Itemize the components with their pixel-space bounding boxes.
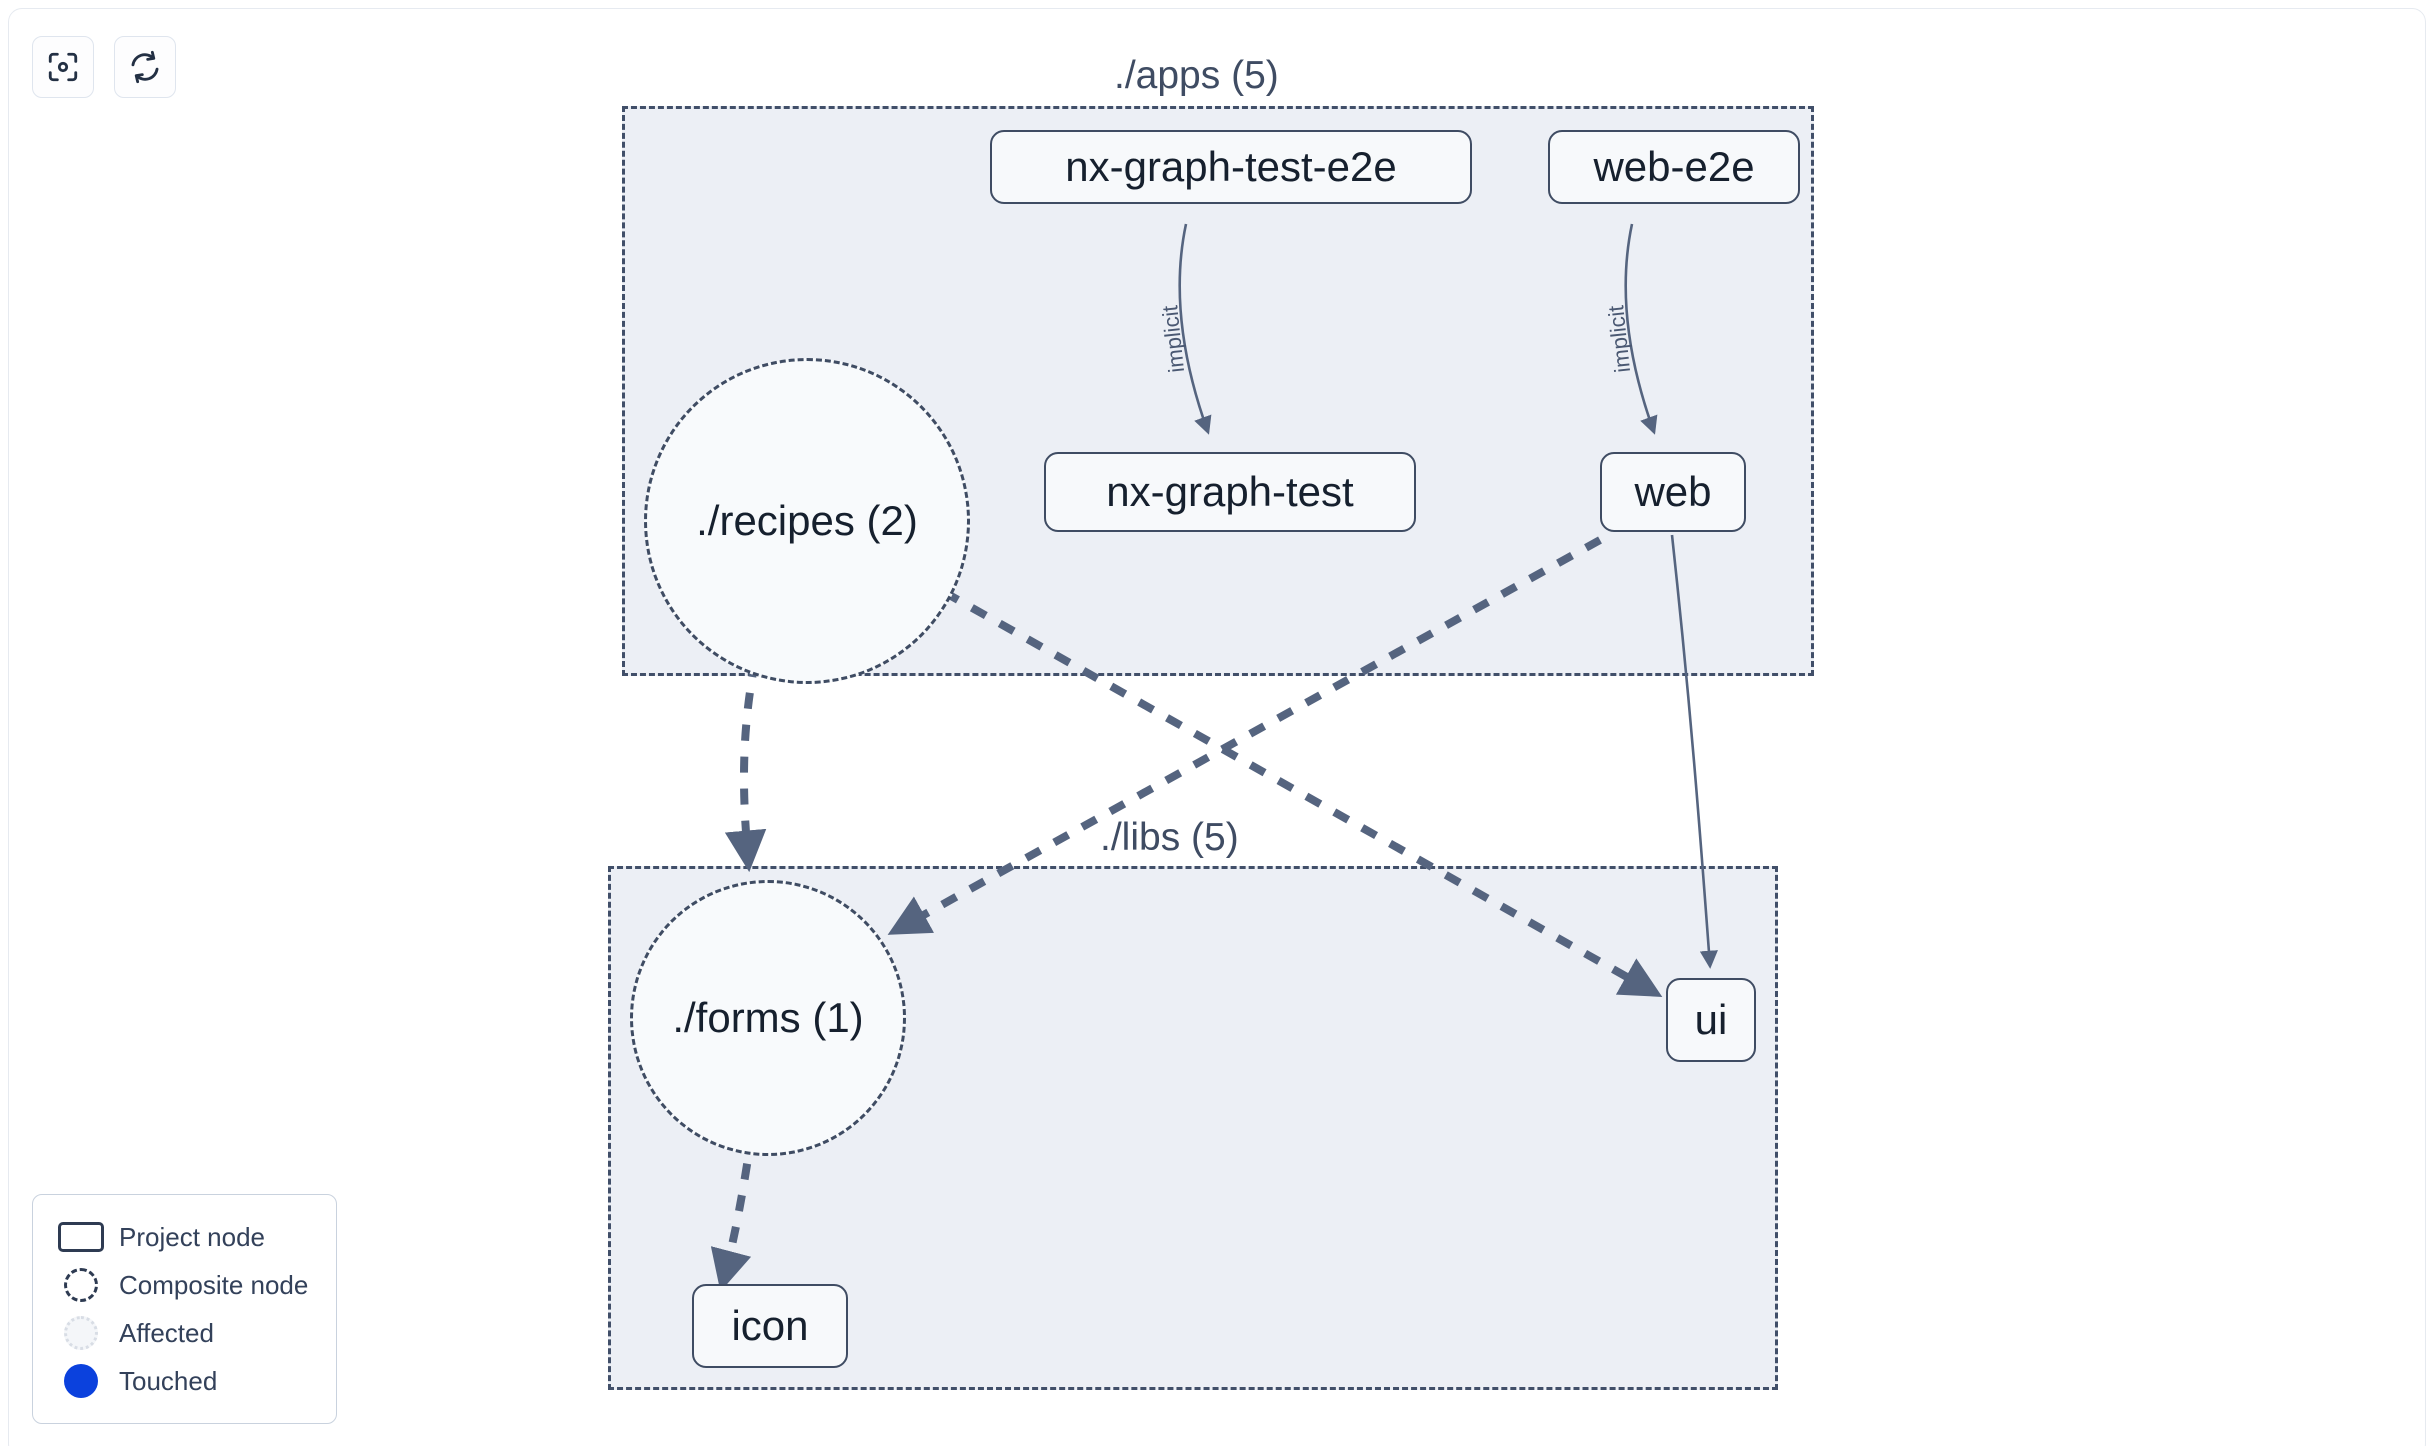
node-web-e2e[interactable]: web-e2e xyxy=(1548,130,1800,204)
node-web[interactable]: web xyxy=(1600,452,1746,532)
node-forms[interactable]: ./forms (1) xyxy=(630,880,906,1156)
refresh-graph-button[interactable] xyxy=(114,36,176,98)
legend-label-composite-node: Composite node xyxy=(119,1270,309,1300)
node-label-web-e2e: web-e2e xyxy=(1593,143,1755,190)
node-label-nx-graph-test-e2e: nx-graph-test-e2e xyxy=(1065,143,1397,190)
legend-label-affected: Affected xyxy=(119,1318,214,1348)
node-recipes[interactable]: ./recipes (2) xyxy=(644,358,970,684)
legend-label-project-node: Project node xyxy=(119,1222,265,1252)
node-label-ui: ui xyxy=(1694,996,1728,1043)
node-ui[interactable]: ui xyxy=(1666,978,1756,1062)
project-node-swatch xyxy=(53,1222,109,1252)
viewfinder-icon xyxy=(46,50,80,84)
legend-item-project-node: Project node xyxy=(53,1213,316,1261)
node-nx-graph-test-e2e[interactable]: nx-graph-test-e2e xyxy=(990,130,1472,204)
focus-graph-button[interactable] xyxy=(32,36,94,98)
affected-swatch xyxy=(53,1316,109,1350)
group-label-apps: ./apps (5) xyxy=(1114,54,1279,97)
graph-toolbar xyxy=(32,36,176,98)
node-label-forms: ./forms (1) xyxy=(672,994,864,1041)
node-label-nx-graph-test: nx-graph-test xyxy=(1106,468,1354,515)
node-label-recipes: ./recipes (2) xyxy=(696,497,918,544)
legend-item-composite-node: Composite node xyxy=(53,1261,316,1309)
node-label-web: web xyxy=(1634,468,1712,515)
legend-label-touched: Touched xyxy=(119,1366,218,1396)
node-nx-graph-test[interactable]: nx-graph-test xyxy=(1044,452,1416,532)
graph-legend: Project node Composite node Affected Tou… xyxy=(32,1194,337,1424)
legend-item-affected: Affected xyxy=(53,1309,316,1357)
legend-item-touched: Touched xyxy=(53,1357,316,1405)
refresh-icon xyxy=(128,50,162,84)
node-icon[interactable]: icon xyxy=(692,1284,848,1368)
composite-node-swatch xyxy=(53,1268,109,1302)
node-label-icon: icon xyxy=(731,1302,809,1349)
group-label-libs: ./libs (5) xyxy=(1100,816,1239,859)
touched-swatch xyxy=(53,1364,109,1398)
